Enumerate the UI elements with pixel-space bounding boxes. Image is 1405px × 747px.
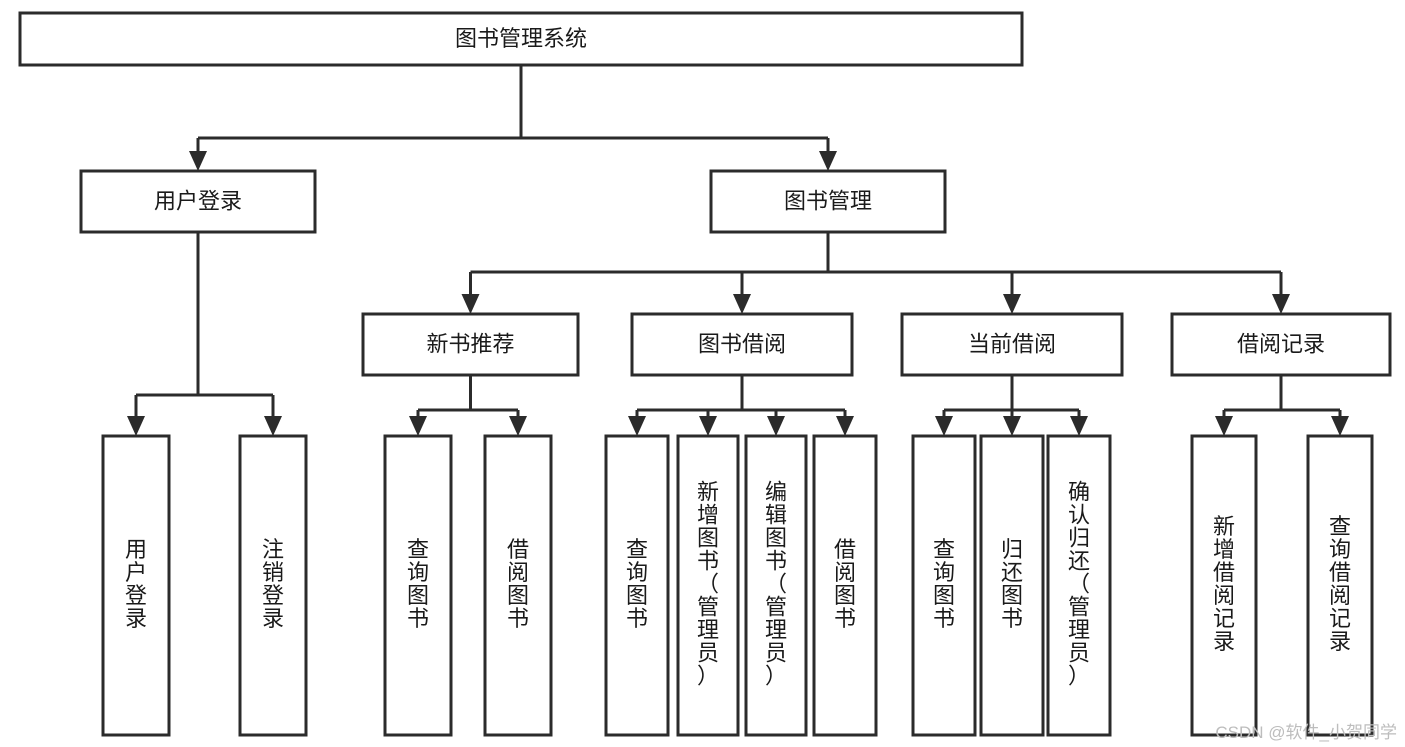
node-label: 确认归还（管理员） — [1068, 479, 1090, 688]
node-leaf-归还图书[interactable]: 归还图书 — [979, 434, 1045, 737]
node-leaf-查询图书[interactable]: 查询图书 — [383, 434, 453, 737]
arrow-head-icon — [127, 416, 145, 436]
node-box — [101, 434, 171, 737]
node-label: 查询图书 — [407, 537, 429, 631]
arrow-head-icon — [935, 416, 953, 436]
node-box — [79, 169, 317, 234]
arrow-head-icon — [819, 151, 837, 171]
node-label: 新增借阅记录 — [1213, 514, 1235, 654]
node-label: 借阅图书 — [834, 537, 856, 631]
node-label: 查询借阅记录 — [1329, 514, 1351, 654]
node-box — [676, 434, 740, 737]
node-leaf-借阅图书[interactable]: 借阅图书 — [812, 434, 878, 737]
node-box — [812, 434, 878, 737]
node-leaf-用户登录[interactable]: 用户登录 — [101, 434, 171, 737]
arrow-head-icon — [836, 416, 854, 436]
node-box — [979, 434, 1045, 737]
arrow-head-icon — [264, 416, 282, 436]
node-label: 查询图书 — [626, 537, 648, 631]
node-label: 编辑图书（管理员） — [765, 479, 787, 688]
node-label: 新增图书（管理员） — [697, 479, 719, 688]
node-label: 用户登录 — [125, 537, 147, 631]
node-level2-用户登录[interactable]: 用户登录 — [79, 169, 317, 234]
node-box — [900, 312, 1124, 377]
node-label: 借阅图书 — [507, 537, 529, 631]
node-label: 归还图书 — [1001, 537, 1023, 631]
arrow-head-icon — [733, 294, 751, 314]
node-box — [630, 312, 854, 377]
node-level2-图书管理[interactable]: 图书管理 — [709, 169, 947, 234]
arrow-head-icon — [409, 416, 427, 436]
arrow-head-icon — [1272, 294, 1290, 314]
node-box — [383, 434, 453, 737]
connector-layer — [127, 65, 1349, 436]
node-level3-当前借阅[interactable]: 当前借阅 — [900, 312, 1124, 377]
arrow-head-icon — [1331, 416, 1349, 436]
node-box — [911, 434, 977, 737]
node-level3-新书推荐[interactable]: 新书推荐 — [361, 312, 580, 377]
arrow-head-icon — [461, 294, 480, 314]
watermark-label: CSDN @软件_小贺同学 — [1215, 723, 1397, 742]
arrow-head-icon — [1003, 294, 1021, 314]
node-label: 图书借阅 — [698, 331, 786, 356]
node-label: 图书管理 — [784, 188, 872, 213]
arrow-head-icon — [628, 416, 646, 436]
node-leaf-确认归还管理员[interactable]: 确认归还（管理员） — [1046, 434, 1112, 737]
node-layer: 图书管理系统用户登录图书管理新书推荐图书借阅当前借阅借阅记录用户登录注销登录查询… — [18, 11, 1392, 737]
arrow-head-icon — [1003, 416, 1021, 436]
node-box — [1170, 312, 1392, 377]
node-leaf-借阅图书[interactable]: 借阅图书 — [483, 434, 553, 737]
node-leaf-查询图书[interactable]: 查询图书 — [604, 434, 670, 737]
node-label: 注销登录 — [262, 537, 284, 631]
node-root-图书管理系统[interactable]: 图书管理系统 — [18, 11, 1024, 67]
node-label: 用户登录 — [154, 188, 242, 213]
arrow-head-icon — [699, 416, 717, 436]
node-box — [709, 169, 947, 234]
node-leaf-编辑图书管理员[interactable]: 编辑图书（管理员） — [744, 434, 808, 737]
node-label: 当前借阅 — [968, 331, 1056, 356]
node-leaf-查询图书[interactable]: 查询图书 — [911, 434, 977, 737]
node-box — [483, 434, 553, 737]
node-leaf-注销登录[interactable]: 注销登录 — [238, 434, 308, 737]
node-label: 借阅记录 — [1237, 331, 1325, 356]
node-leaf-查询借阅记录[interactable]: 查询借阅记录 — [1306, 434, 1374, 737]
arrow-head-icon — [767, 416, 785, 436]
arrow-head-icon — [189, 151, 207, 171]
arrow-head-icon — [1215, 416, 1233, 436]
node-level3-图书借阅[interactable]: 图书借阅 — [630, 312, 854, 377]
node-box — [1190, 434, 1258, 737]
node-box — [238, 434, 308, 737]
node-label: 图书管理系统 — [455, 26, 587, 51]
node-level3-借阅记录[interactable]: 借阅记录 — [1170, 312, 1392, 377]
node-box — [604, 434, 670, 737]
node-box — [744, 434, 808, 737]
node-box — [18, 11, 1024, 67]
arrow-head-icon — [509, 416, 527, 436]
node-label: 新书推荐 — [426, 331, 514, 356]
node-label: 查询图书 — [933, 537, 955, 631]
arrow-head-icon — [1070, 416, 1088, 436]
node-leaf-新增借阅记录[interactable]: 新增借阅记录 — [1190, 434, 1258, 737]
node-box — [1046, 434, 1112, 737]
node-box — [361, 312, 580, 377]
node-box — [1306, 434, 1374, 737]
node-leaf-新增图书管理员[interactable]: 新增图书（管理员） — [676, 434, 740, 737]
